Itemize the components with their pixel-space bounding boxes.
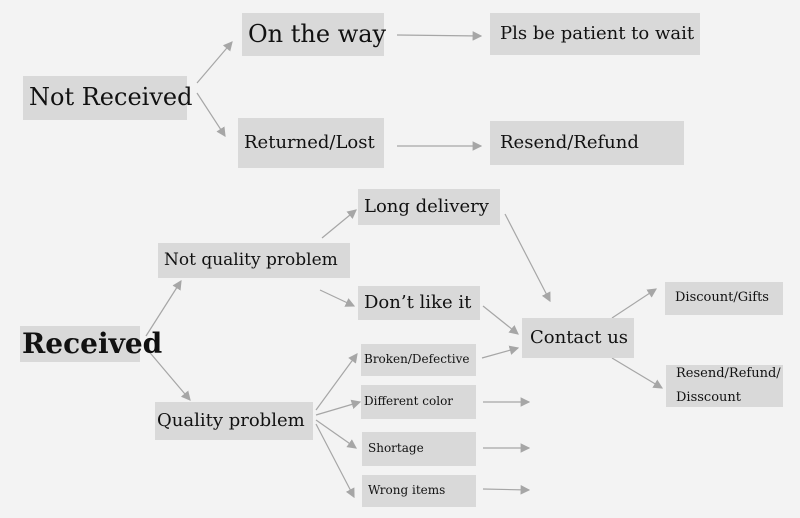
node-label: Quality problem: [157, 409, 305, 431]
node-label: Long delivery: [364, 195, 489, 217]
node-label-line1: Resend/Refund/: [676, 365, 781, 381]
node-label: Don’t like it: [364, 291, 472, 313]
arrow-longdelivery-contact: [504, 213, 551, 303]
node-pls-wait: Pls be patient to wait: [490, 13, 700, 55]
arrow-wrong-out: [482, 485, 531, 495]
node-label: Not Received: [29, 83, 193, 112]
arrow-quality-wrong: [315, 423, 355, 499]
node-label: Discount/Gifts: [675, 290, 769, 306]
node-label: Not quality problem: [164, 249, 338, 270]
node-label: Shortage: [368, 441, 424, 456]
node-dont-like-it: Don’t like it: [358, 286, 480, 320]
node-label-line2: Disscount: [676, 390, 741, 405]
node-label: Returned/Lost: [244, 131, 375, 153]
arrow-received-notquality: [145, 279, 182, 337]
node-different-color: Different color: [361, 385, 476, 419]
node-shortage: Shortage: [362, 432, 476, 466]
node-contact-us: Contact us: [522, 318, 634, 358]
node-label: Different color: [364, 394, 454, 409]
node-label: Contact us: [530, 326, 629, 348]
node-not-received: Not Received: [23, 76, 192, 120]
arrow-quality-broken: [315, 353, 358, 411]
node-label: On the way: [248, 19, 387, 48]
arrow-notreceived-returned: [196, 92, 226, 138]
arrow-notreceived-ontheway: [196, 41, 233, 84]
node-label: Wrong items: [368, 483, 446, 498]
arrow-contact-resend: [611, 357, 664, 389]
arrow-broken-contact: [481, 345, 520, 359]
node-discount-gifts: Discount/Gifts: [665, 282, 783, 315]
arrow-received-quality: [145, 347, 191, 401]
arrow-notquality-dontlike: [319, 289, 356, 307]
arrow-notquality-longdelivery: [321, 209, 357, 239]
arrow-quality-shortage: [315, 419, 357, 449]
node-label: Broken/Defective: [364, 352, 470, 367]
node-label: Pls be patient to wait: [500, 22, 695, 44]
node-returned-lost: Returned/Lost: [238, 118, 384, 168]
node-long-delivery: Long delivery: [358, 189, 500, 225]
arrow-ontheway-wait: [396, 31, 483, 41]
node-resend-refund-disscount: Resend/Refund/ Disscount: [666, 365, 783, 407]
node-received: Received: [20, 326, 162, 362]
node-label: Resend/Refund: [500, 131, 639, 153]
node-resend-refund: Resend/Refund: [490, 121, 684, 165]
node-wrong-items: Wrong items: [362, 475, 476, 507]
arrow-dontlike-contact: [482, 305, 519, 335]
node-on-the-way: On the way: [242, 13, 387, 56]
node-not-quality-problem: Not quality problem: [158, 243, 350, 278]
node-quality-problem: Quality problem: [155, 402, 313, 440]
node-broken-defective: Broken/Defective: [361, 344, 476, 376]
arrow-contact-discount: [611, 288, 658, 319]
arrow-quality-color: [315, 399, 362, 416]
node-label: Received: [22, 326, 163, 360]
